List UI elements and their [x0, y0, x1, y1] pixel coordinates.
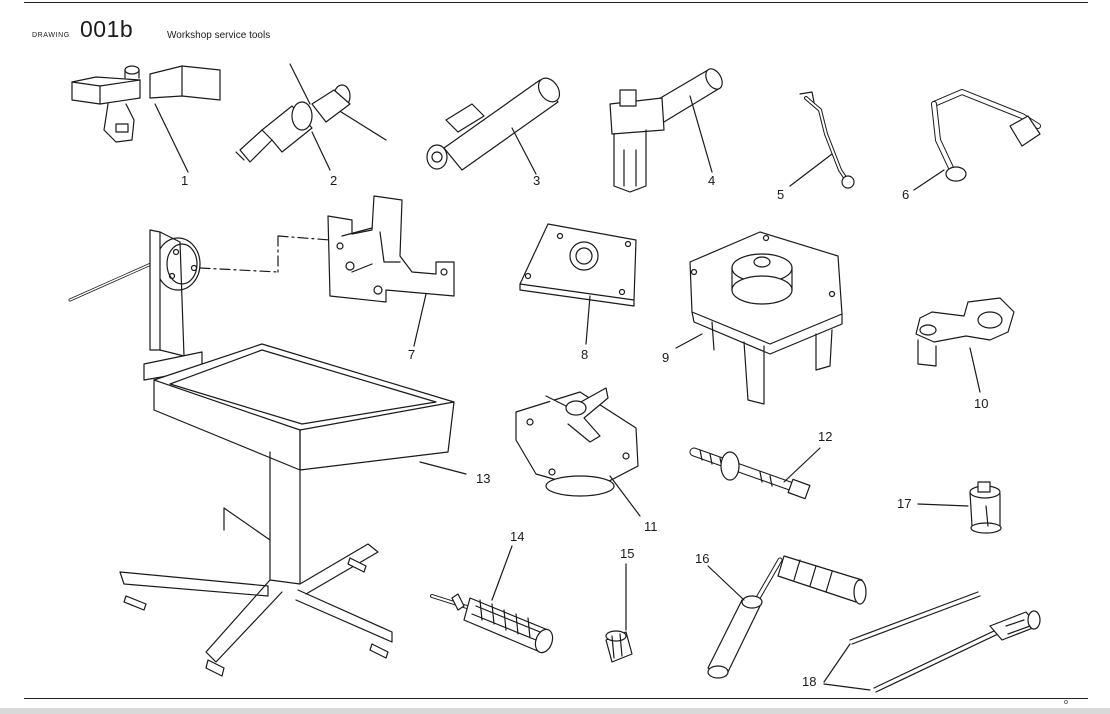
callout-16: 16	[695, 551, 710, 566]
tool-10-eye-wrench	[916, 298, 1014, 392]
callout-6: 6	[902, 187, 910, 202]
callout-11: 11	[644, 519, 658, 534]
tool-12-threaded-puller	[694, 448, 820, 499]
tool-1-clamp-fixture	[72, 66, 220, 172]
page-title: Workshop service tools	[167, 30, 271, 41]
callout-15: 15	[620, 546, 635, 561]
tool-14-knurled-driver	[432, 546, 556, 655]
callout-4: 4	[708, 173, 716, 188]
tool-11-three-arm-puller	[516, 388, 640, 516]
drawing-code: 001b	[80, 16, 134, 42]
callout-14: 14	[510, 529, 525, 544]
callout-1: 1	[181, 173, 189, 188]
tool-16-t-handle-wrench	[708, 556, 866, 678]
drawing-label: DRAWING	[32, 32, 70, 39]
tool-17-cylindrical-socket	[918, 482, 1001, 533]
tool-3-socket-tube	[427, 74, 564, 174]
tool-5-bent-wrench	[790, 92, 854, 188]
tool-7-bracket-plate	[328, 196, 454, 346]
page-mark: o	[1064, 699, 1068, 706]
callout-12: 12	[818, 429, 833, 444]
tool-6-offset-crank	[914, 92, 1040, 190]
tool-2-rotary-driver	[236, 64, 386, 170]
tool-8-square-plate	[520, 224, 636, 344]
callout-3: 3	[533, 173, 541, 188]
callout-9: 9	[662, 350, 670, 365]
callout-18: 18	[802, 674, 817, 689]
tool-18-rod-set	[824, 592, 1040, 692]
footer-band	[0, 708, 1110, 714]
callout-8: 8	[581, 347, 589, 362]
bottom-rule	[24, 698, 1088, 699]
top-rule	[24, 2, 1088, 3]
tool-13-stand	[70, 230, 466, 676]
callout-13: 13	[476, 471, 491, 486]
tool-4-tube-spindle	[610, 66, 726, 192]
tool-15-small-socket	[606, 564, 632, 662]
callout-17: 17	[897, 496, 912, 511]
callout-7: 7	[408, 347, 416, 362]
callout-2: 2	[330, 173, 338, 188]
tool-9-centering-tool	[676, 232, 842, 404]
callout-10: 10	[974, 396, 989, 411]
callout-5: 5	[777, 187, 785, 202]
